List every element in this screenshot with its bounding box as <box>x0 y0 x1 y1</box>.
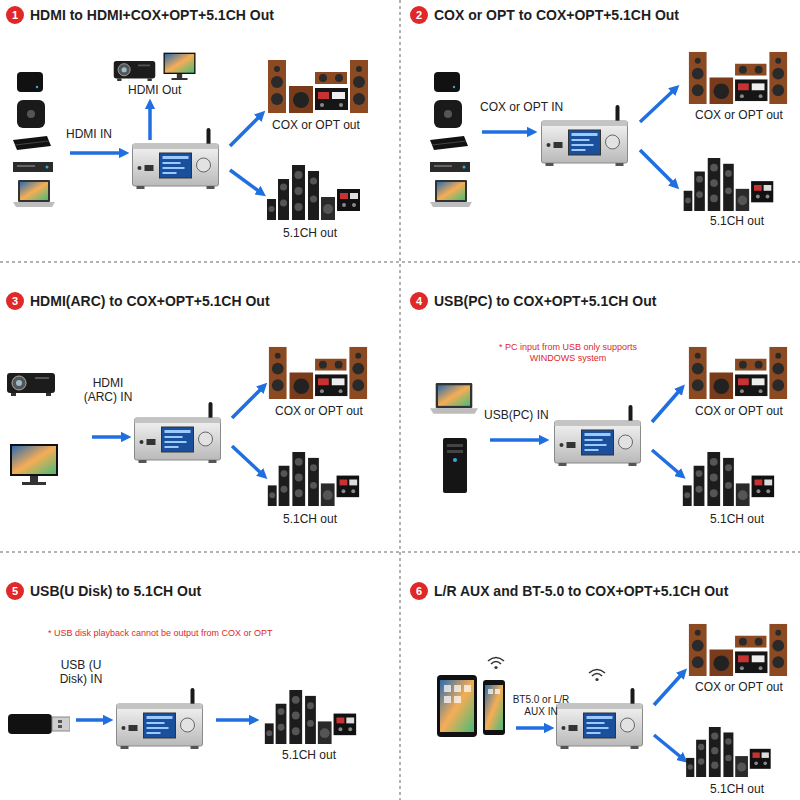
step-title: L/R AUX and BT-5.0 to COX+OPT+5.1CH Out <box>434 582 728 600</box>
input-label: HDMI (ARC) IN <box>82 376 134 404</box>
phone <box>483 680 505 735</box>
step-title: HDMI to HDMI+COX+OPT+5.1CH Out <box>30 6 274 24</box>
step-title: HDMI(ARC) to COX+OPT+5.1CH Out <box>30 292 270 310</box>
wireless-icon <box>589 670 605 682</box>
decoder-unit <box>557 688 643 749</box>
output-label: 5.1CH out <box>283 226 337 240</box>
output-label: 5.1CH out <box>283 512 337 526</box>
signal-arrow <box>216 718 252 722</box>
decoder-unit <box>542 105 628 166</box>
hifi-system <box>689 52 787 104</box>
game-console <box>13 136 51 150</box>
step-heading: 2 COX or OPT to COX+OPT+5.1CH Out <box>410 6 680 24</box>
surround-speakers <box>684 158 774 211</box>
note: * PC input from USB only supports WINDOW… <box>493 342 643 364</box>
input-label: HDMI IN <box>66 127 112 141</box>
hifi-system <box>689 624 787 676</box>
hifi-system <box>269 347 367 399</box>
laptop <box>430 383 478 414</box>
signal-arrow <box>490 438 542 442</box>
surround-speakers <box>268 452 359 506</box>
step-number: 1 <box>6 6 24 24</box>
input-label: USB(PC) IN <box>484 408 549 422</box>
decoder-unit <box>555 405 641 466</box>
television <box>164 53 196 80</box>
step-number: 3 <box>6 292 24 310</box>
hifi-system <box>268 60 368 113</box>
input-label: USB (U Disk) IN <box>52 658 110 686</box>
disc-player <box>430 162 470 172</box>
laptop <box>430 180 472 207</box>
output-label: 5.1CH out <box>710 782 764 796</box>
signal-arrow <box>652 450 680 474</box>
separator <box>0 261 800 263</box>
signal-arrow <box>230 170 260 192</box>
step-title: USB(PC) to COX+OPT+5.1CH Out <box>434 292 656 310</box>
input-label: COX or OPT IN <box>480 100 563 114</box>
output-label: COX or OPT out <box>272 118 360 132</box>
step-heading: 4 USB(PC) to COX+OPT+5.1CH Out <box>410 292 657 310</box>
output-label: COX or OPT out <box>695 108 783 122</box>
laptop <box>13 180 55 207</box>
step-heading: 3 HDMI(ARC) to COX+OPT+5.1CH Out <box>6 292 270 310</box>
media-player <box>434 100 462 128</box>
signal-arrow <box>70 151 122 155</box>
tv-box <box>17 72 43 92</box>
step-title: COX or OPT to COX+OPT+5.1CH Out <box>434 6 679 24</box>
tv-box <box>434 72 460 92</box>
surround-speakers <box>686 727 771 777</box>
signal-arrow <box>232 446 262 474</box>
projector <box>7 373 55 396</box>
tablet <box>437 675 477 737</box>
game-console <box>430 136 468 150</box>
note: * USB disk playback cannot be output fro… <box>48 628 273 639</box>
usb-stick <box>8 714 70 734</box>
signal-arrow <box>654 735 682 758</box>
signal-arrow <box>654 674 682 705</box>
surround-speakers <box>683 452 774 506</box>
step-number: 5 <box>6 582 24 600</box>
step-number: 4 <box>410 292 428 310</box>
output-label: COX or OPT out <box>275 404 363 418</box>
signal-arrow <box>640 150 674 184</box>
output-label: 5.1CH out <box>710 512 764 526</box>
output-label: COX or OPT out <box>695 680 783 694</box>
signal-arrow <box>76 718 106 722</box>
step-heading: 6 L/R AUX and BT-5.0 to COX+OPT+5.1CH Out <box>410 582 729 600</box>
output-label: 5.1CH out <box>282 748 336 762</box>
desktop-pc <box>443 438 467 493</box>
decoder-unit <box>135 402 221 463</box>
step-title: USB(U Disk) to 5.1CH Out <box>30 582 201 600</box>
step-number: 6 <box>410 582 428 600</box>
output-label: HDMI Out <box>128 83 181 97</box>
signal-arrow <box>232 388 262 418</box>
step-number: 2 <box>410 6 428 24</box>
surround-speakers <box>267 165 360 220</box>
signal-arrow <box>482 130 530 134</box>
signal-arrow <box>148 106 152 140</box>
signal-arrow <box>652 390 680 422</box>
projector <box>114 61 156 81</box>
wireless-icon <box>488 658 504 670</box>
step-heading: 1 HDMI to HDMI+COX+OPT+5.1CH Out <box>6 6 274 24</box>
input-label: BT5.0 or L/R AUX IN <box>508 694 574 718</box>
separator <box>399 0 401 800</box>
output-label: 5.1CH out <box>710 214 764 228</box>
decoder-unit <box>117 688 203 749</box>
signal-arrow <box>516 726 547 730</box>
signal-arrow <box>640 90 674 122</box>
surround-speakers <box>265 690 356 744</box>
output-label: COX or OPT out <box>695 404 783 418</box>
hifi-system <box>689 347 787 399</box>
disc-player <box>13 162 53 172</box>
signal-arrow <box>230 116 260 146</box>
television <box>10 444 58 485</box>
signal-arrow <box>92 435 124 439</box>
media-player <box>17 100 45 128</box>
decoder-unit <box>133 128 219 189</box>
step-heading: 5 USB(U Disk) to 5.1CH Out <box>6 582 202 600</box>
